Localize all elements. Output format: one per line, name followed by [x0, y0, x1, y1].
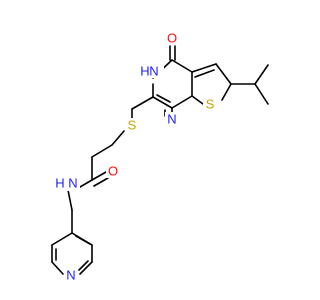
bond [156, 94, 171, 103]
bond [51, 232, 73, 246]
bond [221, 83, 232, 101]
atom-label-sulfur: S [128, 118, 137, 133]
bond [171, 59, 193, 73]
bond [91, 171, 107, 181]
bond [131, 96, 154, 110]
bond [75, 235, 91, 245]
bond [152, 96, 173, 109]
atom-label-oxygen: O [108, 164, 118, 179]
bond [51, 261, 64, 275]
bond [91, 144, 113, 158]
atom-label-oxygen: O [167, 31, 177, 46]
atom-label-sulfur: S [206, 97, 215, 112]
bond [254, 64, 269, 85]
bond [79, 261, 93, 275]
atom-label-nitrogen: N [149, 64, 158, 79]
atom-label-layer: O H N S N S O N H N [55, 31, 217, 283]
bond [254, 83, 269, 105]
bond [78, 260, 89, 271]
atom-label-hydrogen: H [140, 64, 149, 79]
bond [171, 95, 193, 109]
bond [191, 63, 217, 73]
bond [111, 130, 125, 146]
bond [79, 179, 93, 188]
bond [67, 189, 73, 211]
atom-label-hydrogen: H [55, 176, 64, 191]
bond [93, 177, 109, 187]
bond-layer [51, 45, 269, 275]
molecule-structure: O H N S N S O N H N [51, 30, 269, 283]
atom-label-nitrogen: N [66, 268, 75, 283]
atom-label-nitrogen: N [68, 176, 77, 191]
bond [194, 69, 215, 78]
bond [215, 63, 232, 85]
bond [191, 95, 204, 105]
atom-label-nitrogen: N [167, 112, 176, 127]
